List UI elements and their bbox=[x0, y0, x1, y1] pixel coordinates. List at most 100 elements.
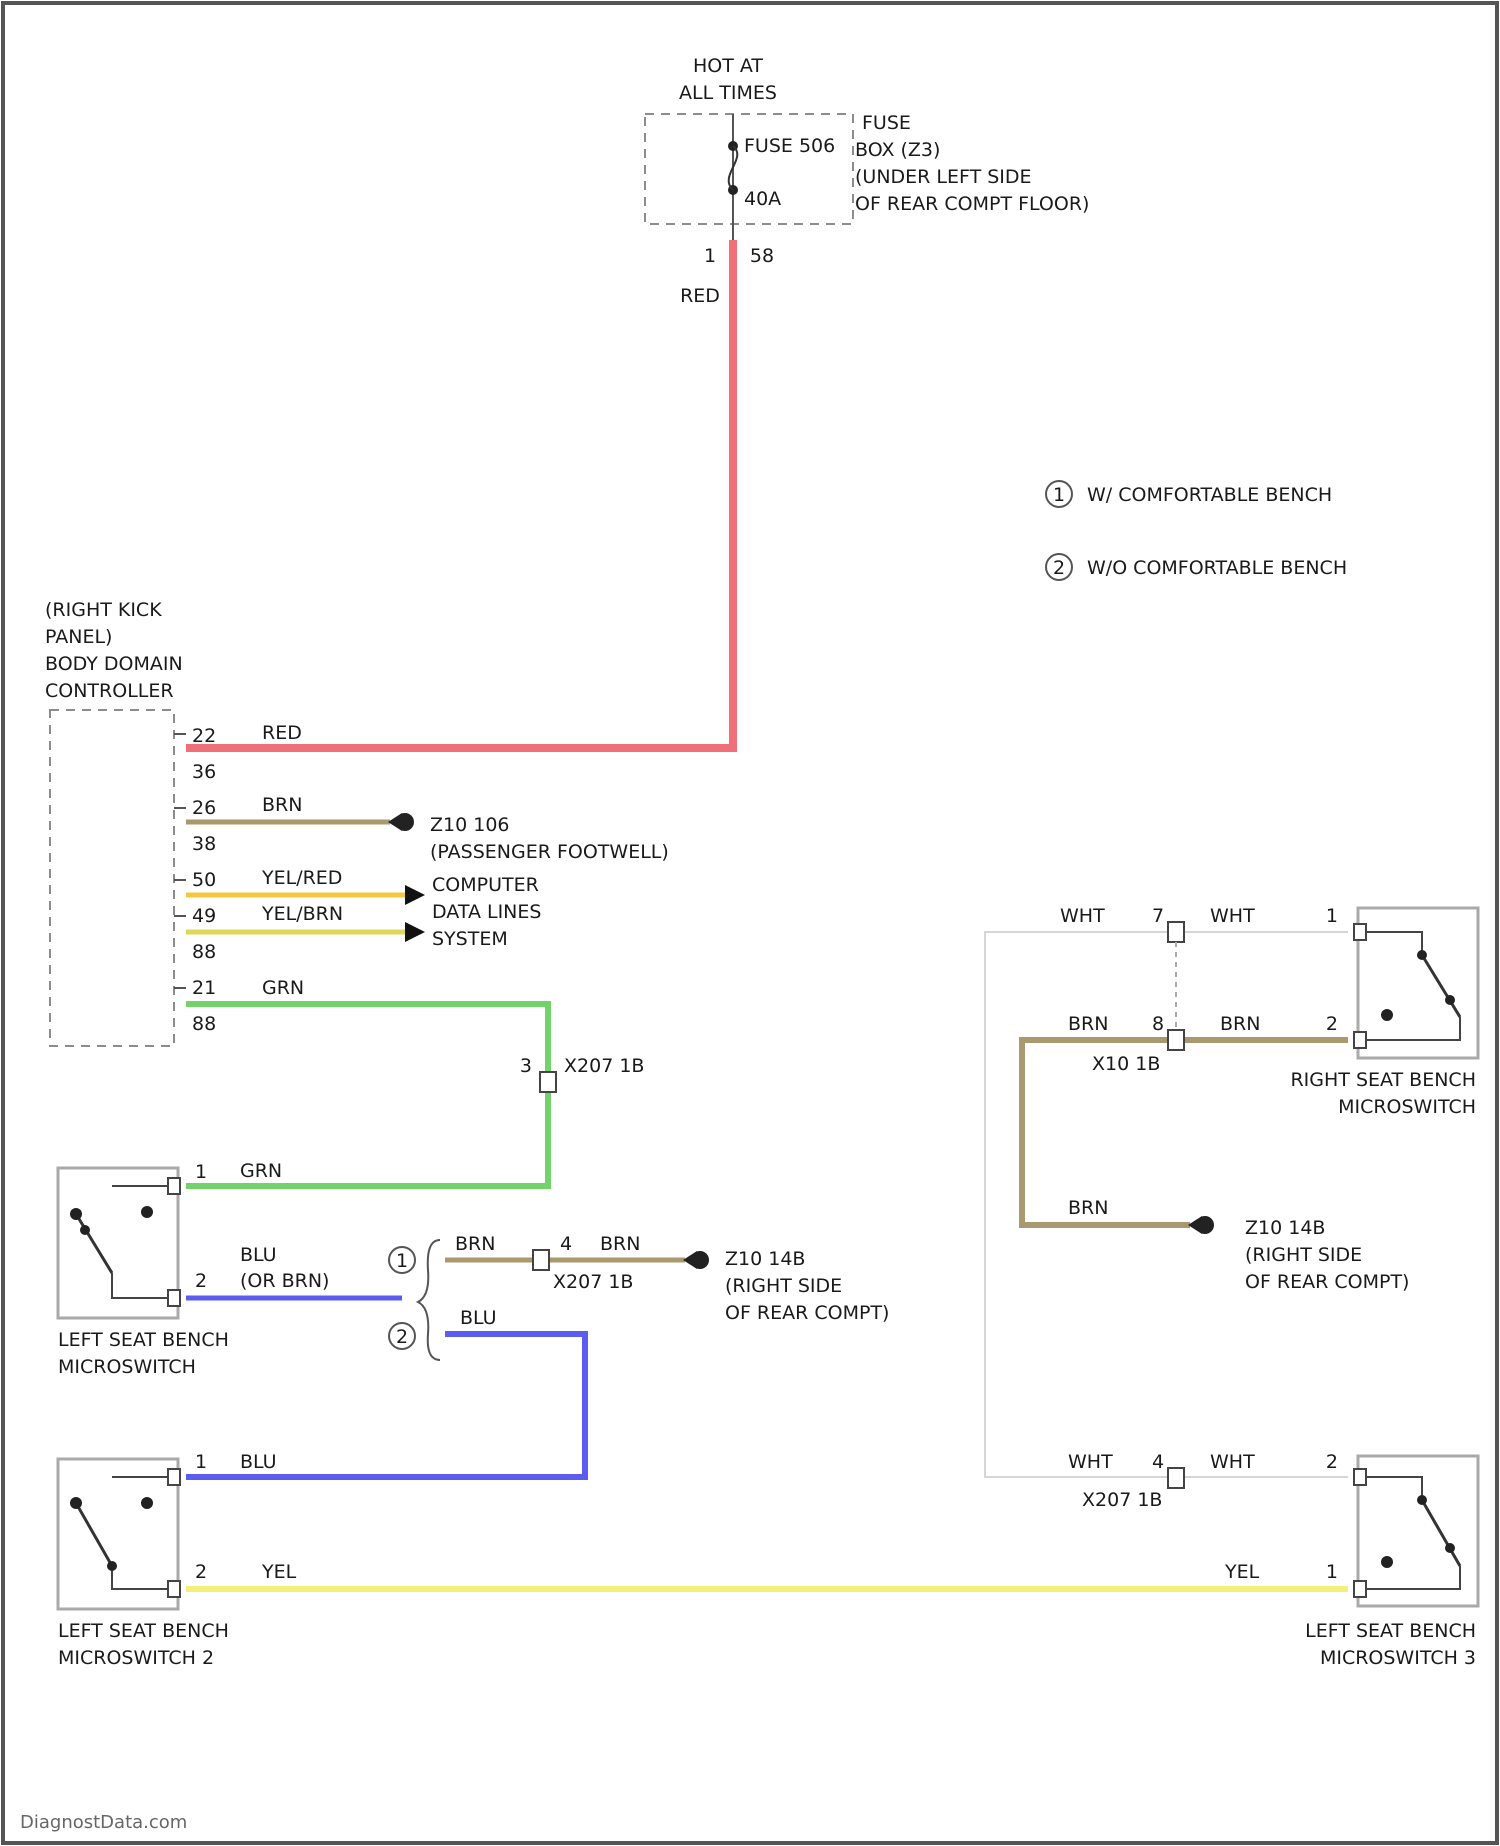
rswitch-pin-top-icon bbox=[1354, 924, 1366, 940]
switch3-pin-top: 2 bbox=[1326, 1451, 1338, 1473]
option1-connector-name: X207 1B bbox=[553, 1271, 633, 1293]
wire-grn bbox=[186, 1004, 548, 1186]
ground-passenger-location: (PASSENGER FOOTWELL) bbox=[430, 841, 669, 863]
controller-pin-21: 21 bbox=[192, 977, 216, 999]
brn-ground-wire-label: BRN bbox=[1068, 1197, 1108, 1219]
controller-line3: BODY DOMAIN bbox=[45, 653, 183, 675]
switch3-name-line1: LEFT SEAT BENCH bbox=[1305, 1620, 1476, 1642]
wire-red bbox=[186, 240, 733, 748]
switch2-pin-bottom-icon bbox=[168, 1581, 180, 1597]
fusebox-line2: BOX (Z3) bbox=[855, 139, 940, 161]
wht-bottom-connector-name: X207 1B bbox=[1082, 1489, 1162, 1511]
data-lines-line3: SYSTEM bbox=[432, 928, 508, 950]
right-ground-loc1: (RIGHT SIDE bbox=[1245, 1244, 1362, 1266]
legend: 1 W/ COMFORTABLE BENCH 2 W/O COMFORTABLE… bbox=[1046, 481, 1347, 580]
fuse-pin-1: 1 bbox=[704, 245, 716, 267]
wht-label-bottom-left: WHT bbox=[1068, 1451, 1113, 1473]
ground-arrow-icon bbox=[388, 813, 402, 831]
rswitch-pin-bottom: 2 bbox=[1326, 1013, 1338, 1035]
grn-wire-label-controller: GRN bbox=[262, 977, 304, 999]
right-connector-name: X10 1B bbox=[1092, 1053, 1160, 1075]
controller-pin-50: 50 bbox=[192, 869, 216, 891]
switch2-arm-dot bbox=[107, 1561, 117, 1571]
option1-wire-after-label: BRN bbox=[600, 1233, 640, 1255]
fuse-name: FUSE 506 bbox=[744, 135, 835, 157]
controller-pin-49: 49 bbox=[192, 905, 216, 927]
rswitch-fixed-contact bbox=[1381, 1009, 1393, 1021]
switch3-pin-bottom: 1 bbox=[1326, 1561, 1338, 1583]
controller-conn-36: 36 bbox=[192, 761, 216, 783]
rswitch-pin-bottom-icon bbox=[1354, 1032, 1366, 1048]
hot-label-line1: HOT AT bbox=[693, 55, 763, 77]
legend-text-2: W/O COMFORTABLE BENCH bbox=[1087, 557, 1347, 579]
switch2-housing bbox=[58, 1459, 178, 1609]
fuse-rating: 40A bbox=[744, 188, 781, 210]
brn-pin-8: 8 bbox=[1152, 1013, 1164, 1035]
wire-wht-loop bbox=[985, 932, 1348, 1477]
connector-grn-pin-icon bbox=[540, 1072, 556, 1092]
blu-wire-label-switch2: BLU bbox=[240, 1451, 277, 1473]
rswitch-name-line1: RIGHT SEAT BENCH bbox=[1290, 1069, 1476, 1091]
wht-bottom-connector-pin-icon bbox=[1168, 1468, 1184, 1488]
rswitch-pivot-dot bbox=[1417, 950, 1427, 960]
option1-ground-arrow-icon bbox=[683, 1251, 697, 1269]
switch-housing bbox=[58, 1168, 178, 1318]
switch3-arm-dot bbox=[1445, 1543, 1455, 1553]
rswitch-name-line2: MICROSWITCH bbox=[1338, 1096, 1476, 1118]
switch2-pin-bottom: 2 bbox=[195, 1561, 207, 1583]
switch-fixed-contact bbox=[141, 1206, 153, 1218]
wht-pin-7: 7 bbox=[1152, 905, 1164, 927]
data-lines-line2: DATA LINES bbox=[432, 901, 541, 923]
rswitch-pin-top: 1 bbox=[1326, 905, 1338, 927]
left-seat-bench-microswitch-2: 1 2 LEFT SEAT BENCH MICROSWITCH 2 bbox=[58, 1451, 229, 1669]
data-line-arrow-2-icon bbox=[405, 922, 425, 942]
option1-ground-name: Z10 14B bbox=[725, 1248, 805, 1270]
wht-label-bottom-right: WHT bbox=[1210, 1451, 1255, 1473]
switch-pin-top: 1 bbox=[195, 1161, 207, 1183]
fusebox-line3: (UNDER LEFT SIDE bbox=[855, 166, 1032, 188]
legend-num-2: 2 bbox=[1053, 557, 1065, 579]
switch3-pin-top-icon bbox=[1354, 1469, 1366, 1485]
connector-grn-pin: 3 bbox=[520, 1055, 532, 1077]
switch2-pin-top-icon bbox=[168, 1469, 180, 1485]
option1-wire-label: BRN bbox=[455, 1233, 495, 1255]
right-ground-loc2: OF REAR COMPT) bbox=[1245, 1271, 1409, 1293]
option-num-2: 2 bbox=[396, 1326, 408, 1348]
controller-pin-22: 22 bbox=[192, 725, 216, 747]
power-source: HOT AT ALL TIMES FUSE 506 40A FUSE BOX (… bbox=[645, 55, 1089, 307]
ground-passenger-name: Z10 106 bbox=[430, 814, 510, 836]
controller-line2: PANEL) bbox=[45, 626, 112, 648]
yel-red-wire-label: YEL/RED bbox=[261, 867, 342, 889]
wht-label-top-left: WHT bbox=[1060, 905, 1105, 927]
switch3-name-line2: MICROSWITCH 3 bbox=[1320, 1647, 1476, 1669]
option1-connector-pin: 4 bbox=[560, 1233, 572, 1255]
controller-line1: (RIGHT KICK bbox=[45, 599, 162, 621]
data-line-arrow-1-icon bbox=[405, 885, 425, 905]
controller-line4: CONTROLLER bbox=[45, 680, 174, 702]
switch2-pin-top: 1 bbox=[195, 1451, 207, 1473]
switch-pivot-dot bbox=[70, 1208, 82, 1220]
controller-conn-88b: 88 bbox=[192, 1013, 216, 1035]
left-seat-bench-microswitch: 1 2 LEFT SEAT BENCH MICROSWITCH bbox=[58, 1161, 229, 1378]
diagram-frame bbox=[3, 3, 1497, 1843]
right-ground-name: Z10 14B bbox=[1245, 1217, 1325, 1239]
switch3-fixed-contact bbox=[1381, 1556, 1393, 1568]
wht-connector-pin-icon bbox=[1168, 922, 1184, 942]
switch-pin-bottom-icon bbox=[168, 1290, 180, 1306]
right-seat-bench-microswitch: 1 2 RIGHT SEAT BENCH MICROSWITCH bbox=[1290, 905, 1478, 1118]
wht-label-top-right: WHT bbox=[1210, 905, 1255, 927]
option1-connector-pin-icon bbox=[533, 1250, 549, 1270]
connector-grn-name: X207 1B bbox=[564, 1055, 644, 1077]
switch-name-line1: LEFT SEAT BENCH bbox=[58, 1329, 229, 1351]
fuse-pin-58: 58 bbox=[750, 245, 774, 267]
controller-conn-38: 38 bbox=[192, 833, 216, 855]
legend-text-1: W/ COMFORTABLE BENCH bbox=[1087, 484, 1332, 506]
right-ground-arrow-icon bbox=[1188, 1216, 1202, 1234]
blu-or-brn-wire-label: (OR BRN) bbox=[240, 1270, 329, 1292]
switch2-fixed-contact bbox=[141, 1497, 153, 1509]
option1-ground-loc1: (RIGHT SIDE bbox=[725, 1275, 842, 1297]
hot-label-line2: ALL TIMES bbox=[679, 82, 777, 104]
switch-pin-top-icon bbox=[168, 1178, 180, 1194]
switch-name-line2: MICROSWITCH bbox=[58, 1356, 196, 1378]
